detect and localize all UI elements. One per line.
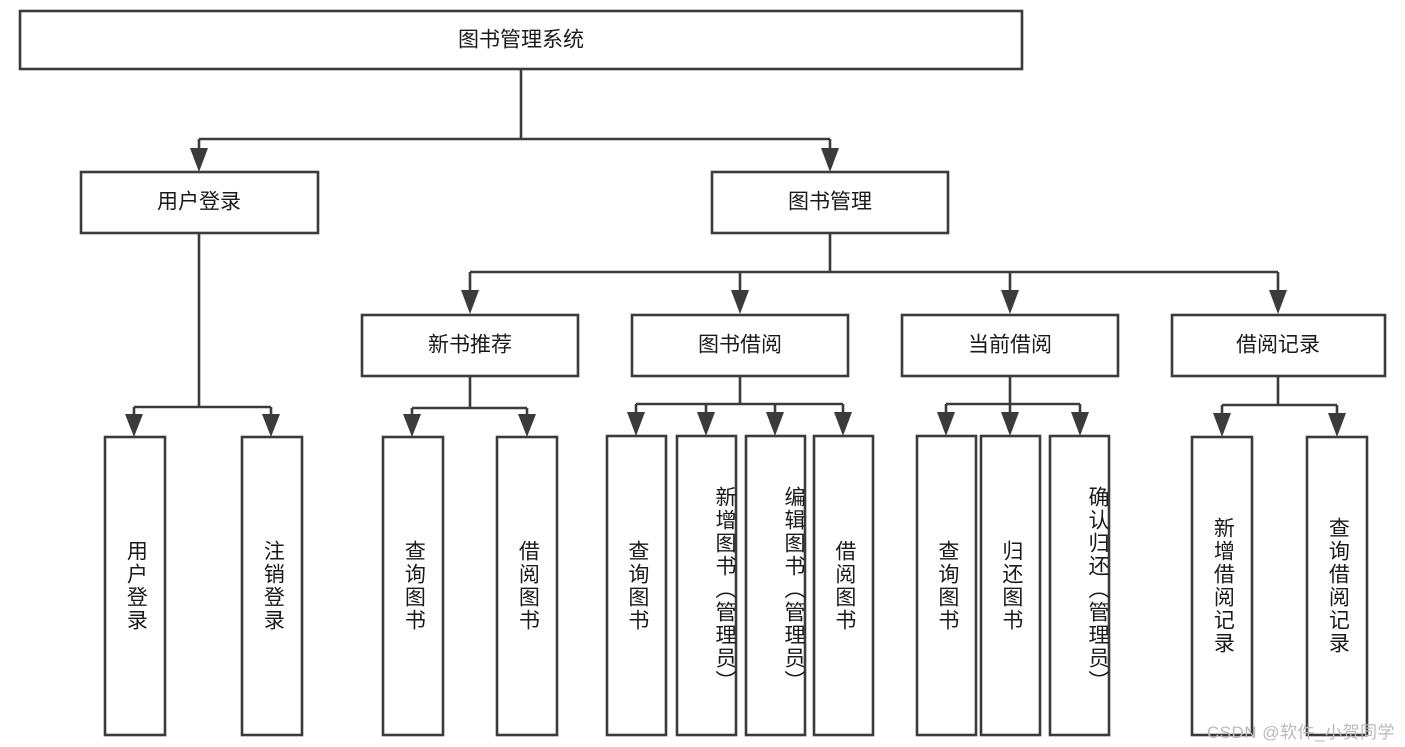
arrowhead-icon [821, 148, 839, 172]
connector-root-to-bus [197, 69, 832, 155]
node-leaf-return-book-box[interactable] [979, 434, 1042, 737]
arrowhead-icon [403, 414, 421, 437]
node-leaf-add-record-box[interactable] [1190, 435, 1254, 737]
arrowhead-icon [627, 412, 645, 436]
node-new-book-recommend[interactable]: 新书推荐 [360, 313, 580, 378]
node-leaf-query-book-2-box[interactable] [605, 434, 668, 737]
node-root-box[interactable] [18, 9, 1024, 71]
connector-bookborrow-to-bus [634, 376, 845, 423]
arrowhead-icon [1328, 413, 1346, 437]
arrowhead-icon [518, 414, 536, 437]
node-leaf-borrow-book-1-box[interactable] [495, 435, 559, 737]
arrowhead-icon [1001, 412, 1019, 436]
arrowhead-icon [834, 412, 852, 436]
node-leaf-query-record-box[interactable] [1305, 435, 1369, 737]
connector-userlogin-to-bus [132, 233, 273, 425]
node-leaf-borrow-book-2-box[interactable] [812, 434, 875, 737]
node-leaf-query-book-1-box[interactable] [381, 435, 445, 737]
connector-newbook-to-bus [410, 376, 529, 425]
connector-group [132, 69, 1339, 425]
arrowhead-icon [697, 412, 715, 436]
node-leaf-logout-login-box[interactable] [240, 435, 304, 737]
arrowhead-icon [1269, 290, 1287, 314]
watermark-text: CSDN @软件_小贺同学 [1206, 723, 1395, 742]
node-leaf-query-book-3-box[interactable] [915, 434, 978, 737]
node-borrow-record-label: 借阅记录 [1236, 334, 1320, 357]
arrowhead-icon [731, 290, 749, 314]
node-root[interactable]: 图书管理系统 [18, 9, 1024, 71]
node-leaf-edit-book-box[interactable] [744, 434, 807, 737]
node-book-manage[interactable]: 图书管理 [710, 170, 950, 235]
leaf-box-group [103, 434, 1369, 737]
node-user-login-box[interactable] [79, 170, 320, 235]
arrowhead-icon [125, 414, 143, 437]
arrowhead-icon [1001, 290, 1019, 314]
node-leaf-confirm-return-box[interactable] [1048, 434, 1111, 737]
node-leaf-add-book-box[interactable] [675, 434, 738, 737]
arrowhead-icon [190, 148, 208, 172]
node-borrow-record-box[interactable] [1170, 313, 1387, 378]
node-book-borrow-box[interactable] [630, 313, 850, 378]
node-root-label: 图书管理系统 [458, 29, 584, 52]
node-book-manage-label: 图书管理 [788, 191, 872, 214]
node-book-manage-box[interactable] [710, 170, 950, 235]
connector-bookmanage-to-bus [468, 233, 1280, 295]
node-user-login-label: 用户登录 [157, 191, 241, 214]
node-borrow-record[interactable]: 借阅记录 [1170, 313, 1387, 378]
node-current-borrow[interactable]: 当前借阅 [900, 313, 1120, 378]
node-leaf-user-login-box[interactable] [103, 435, 167, 737]
node-current-borrow-label: 当前借阅 [968, 334, 1052, 357]
node-new-book-recommend-label: 新书推荐 [428, 334, 512, 357]
arrowhead-icon [262, 414, 280, 437]
connector-borrowrecord-to-bus [1220, 376, 1339, 424]
arrowhead-group [125, 148, 1346, 437]
node-book-borrow-label: 图书借阅 [698, 334, 782, 357]
arrowhead-icon [937, 412, 955, 436]
arrowhead-icon [1071, 412, 1089, 436]
node-book-borrow[interactable]: 图书借阅 [630, 313, 850, 378]
node-user-login[interactable]: 用户登录 [79, 170, 320, 235]
arrowhead-icon [766, 412, 784, 436]
arrowhead-icon [461, 290, 479, 314]
node-new-book-recommend-box[interactable] [360, 313, 580, 378]
arrowhead-icon [1213, 413, 1231, 437]
node-current-borrow-box[interactable] [900, 313, 1120, 378]
